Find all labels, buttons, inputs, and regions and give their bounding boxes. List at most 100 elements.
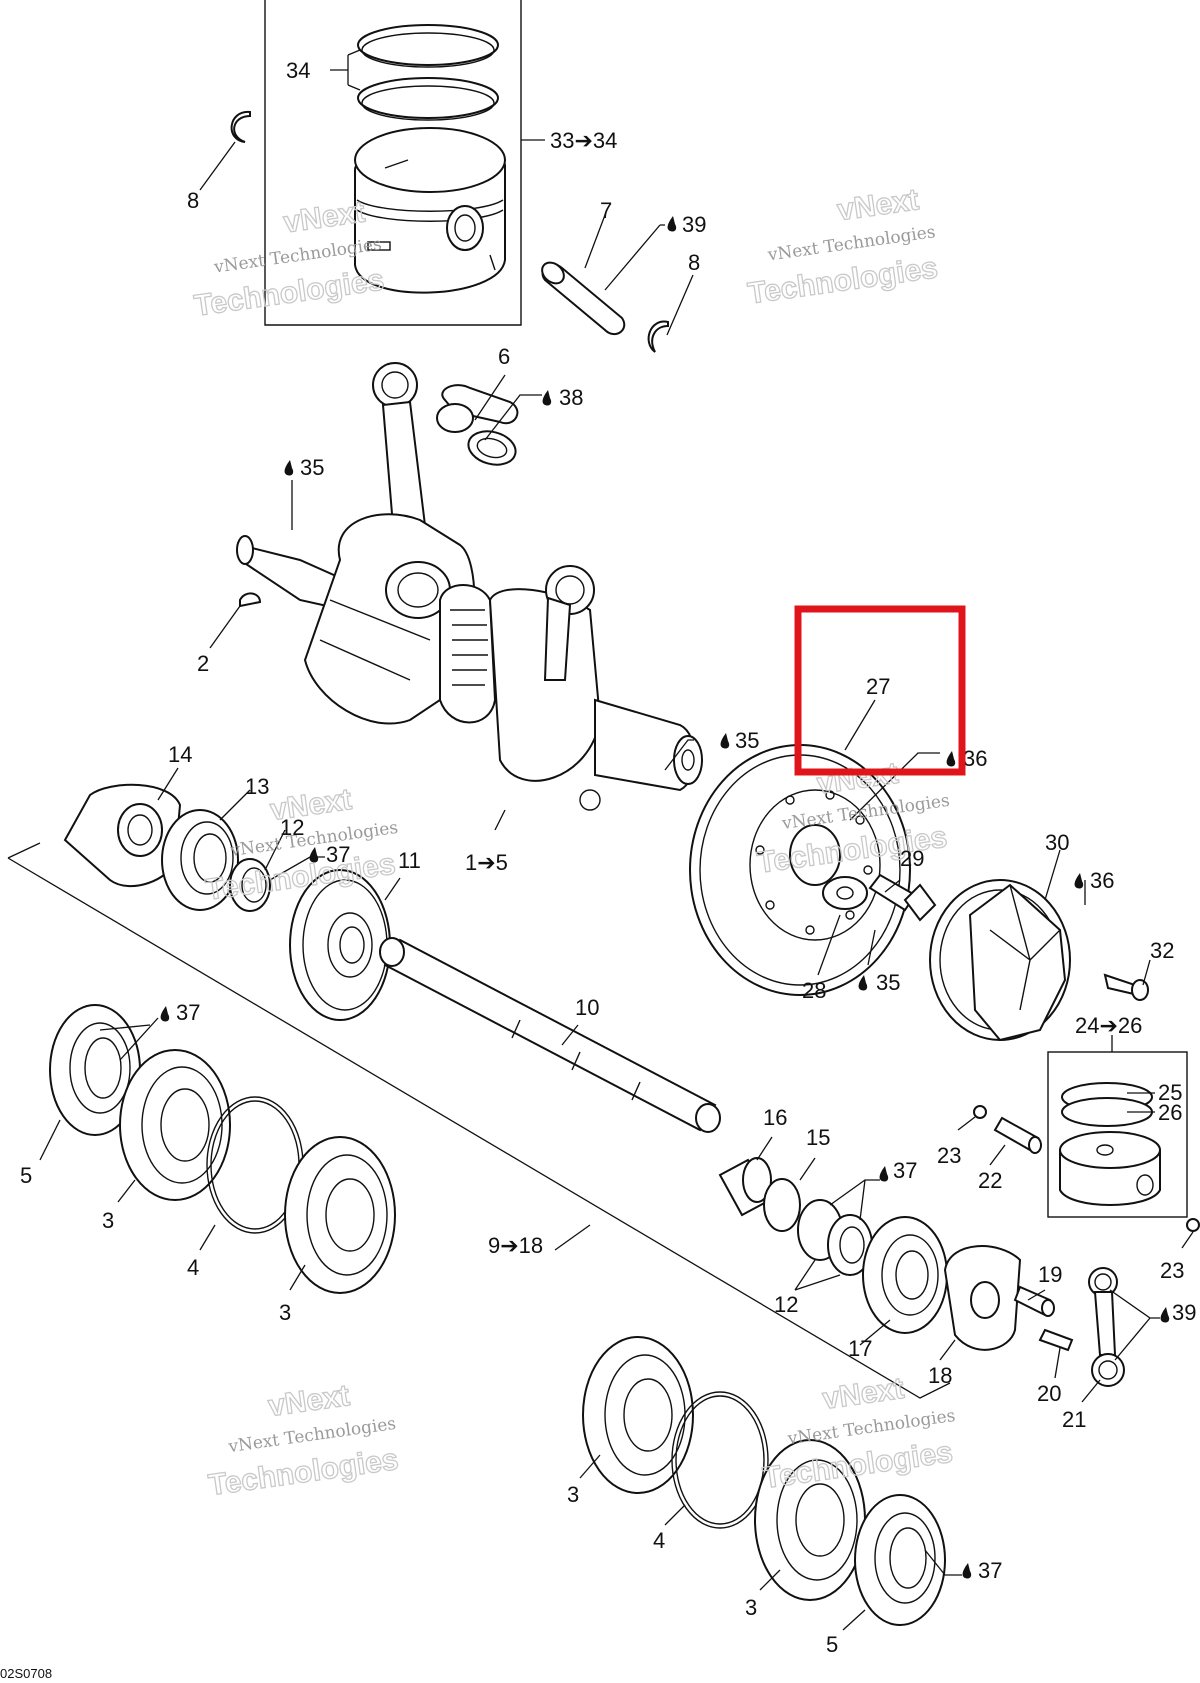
figure-code: 02S0708 — [0, 1666, 52, 1681]
callout-15: 15 — [806, 1125, 830, 1150]
callout-37: 37 — [176, 1000, 200, 1025]
balance-weight-14 — [63, 783, 182, 888]
callout-21: 21 — [1062, 1407, 1086, 1432]
seal-12-left — [229, 858, 271, 912]
circlip-4-b — [671, 1391, 769, 1529]
callout-39: 39 — [1172, 1300, 1196, 1325]
callout-33-34: 33➔34 — [550, 128, 617, 153]
callout-36: 36 — [1090, 868, 1114, 893]
callout-28: 28 — [802, 978, 826, 1003]
circlip-8-right — [647, 320, 669, 353]
callout-1-5: 1➔5 — [465, 850, 508, 875]
gear-11 — [289, 869, 391, 1021]
connecting-rod — [372, 362, 519, 551]
oil-drop-icon — [1160, 1307, 1170, 1323]
callout-38: 38 — [559, 385, 583, 410]
watermark-text: vNext — [266, 1379, 352, 1423]
bearing-13 — [161, 809, 239, 911]
seal-5-right — [854, 1494, 946, 1626]
oil-drop-icon — [1074, 873, 1084, 889]
oil-drop-icon — [879, 1166, 889, 1182]
oil-drop-icon — [542, 390, 552, 406]
woodruff-key-2 — [239, 592, 262, 608]
link-rod-21 — [1088, 1267, 1125, 1387]
callout-19: 19 — [1038, 1262, 1062, 1287]
pin-22 — [993, 1116, 1042, 1154]
oil-drop-icon — [309, 847, 319, 863]
callout-9-18: 9➔18 — [488, 1233, 543, 1258]
nut-23-a — [973, 1105, 987, 1119]
highlight-box — [794, 605, 966, 776]
pin-19 — [1013, 1285, 1055, 1317]
balance-shaft-10 — [379, 937, 721, 1133]
crankshaft — [236, 513, 703, 811]
callout-12: 12 — [280, 815, 304, 840]
callout-3: 3 — [102, 1208, 114, 1233]
box-24-26 — [1047, 1051, 1188, 1218]
bearing-3-c — [582, 1336, 694, 1494]
balance-weight-18 — [943, 1245, 1022, 1351]
oil-drop-icon — [858, 975, 868, 991]
nut-23-b — [1186, 1218, 1200, 1232]
callout-20: 20 — [1037, 1381, 1061, 1406]
callout-37: 37 — [893, 1158, 917, 1183]
callout-24-26: 24➔26 — [1075, 1013, 1142, 1038]
callout-12: 12 — [774, 1292, 798, 1317]
needle-bearing-16 — [718, 1157, 772, 1217]
callout-18: 18 — [928, 1363, 952, 1388]
piston-pin-group — [541, 261, 669, 353]
oil-drop-icon — [720, 733, 730, 749]
oil-drop-icon — [946, 751, 956, 767]
piston-assembly-box — [230, 0, 522, 326]
circlip-8-left — [230, 110, 251, 143]
callout-23: 23 — [937, 1143, 961, 1168]
callout-4: 4 — [187, 1255, 199, 1280]
callout-37: 37 — [326, 842, 350, 867]
bearing-3-b — [284, 1136, 396, 1294]
oil-drop-icons — [160, 216, 1170, 1579]
watermark-text: vNext — [835, 183, 921, 227]
callout-26: 26 — [1158, 1100, 1182, 1125]
piston-ring-2 — [357, 77, 499, 119]
coupler-30 — [929, 879, 1149, 1042]
assembly-outline-9-18 — [7, 842, 951, 1399]
flywheel-27 — [689, 744, 937, 996]
callout-2: 2 — [197, 651, 209, 676]
callout-29: 29 — [900, 846, 924, 871]
callout-7: 7 — [600, 198, 612, 223]
oil-drop-icon — [284, 460, 294, 476]
leader-lines — [39, 49, 1194, 1631]
callout-labels: 34 33➔34 8 7 39 8 6 38 35 2 27 35 36 14 … — [20, 58, 1196, 1657]
bearing-3-a — [119, 1049, 231, 1201]
callout-37: 37 — [978, 1558, 1002, 1583]
callout-25: 25 — [1158, 1080, 1182, 1105]
callout-39: 39 — [682, 212, 706, 237]
callout-16: 16 — [763, 1105, 787, 1130]
callout-6: 6 — [498, 344, 510, 369]
callout-35: 35 — [876, 970, 900, 995]
seal-12-right — [797, 1199, 873, 1276]
callout-3: 3 — [745, 1595, 757, 1620]
oil-drop-icon — [962, 1563, 972, 1579]
callout-11: 11 — [398, 848, 421, 873]
callout-17: 17 — [848, 1336, 872, 1361]
callout-3: 3 — [567, 1482, 579, 1507]
callout-23: 23 — [1160, 1258, 1184, 1283]
piston-ring-1 — [357, 24, 499, 66]
callout-3: 3 — [279, 1300, 291, 1325]
ring-15 — [763, 1178, 801, 1232]
callout-8: 8 — [688, 250, 700, 275]
callout-35: 35 — [735, 728, 759, 753]
washer-28 — [822, 876, 868, 910]
callout-5: 5 — [20, 1163, 32, 1188]
callout-36: 36 — [963, 746, 987, 771]
callout-4: 4 — [653, 1528, 665, 1553]
oil-drop-icon — [667, 216, 677, 232]
callout-34: 34 — [286, 58, 310, 83]
callout-35: 35 — [300, 455, 324, 480]
callout-32: 32 — [1150, 938, 1174, 963]
piston — [354, 127, 506, 294]
callout-22: 22 — [978, 1168, 1002, 1193]
callout-5: 5 — [826, 1632, 838, 1657]
